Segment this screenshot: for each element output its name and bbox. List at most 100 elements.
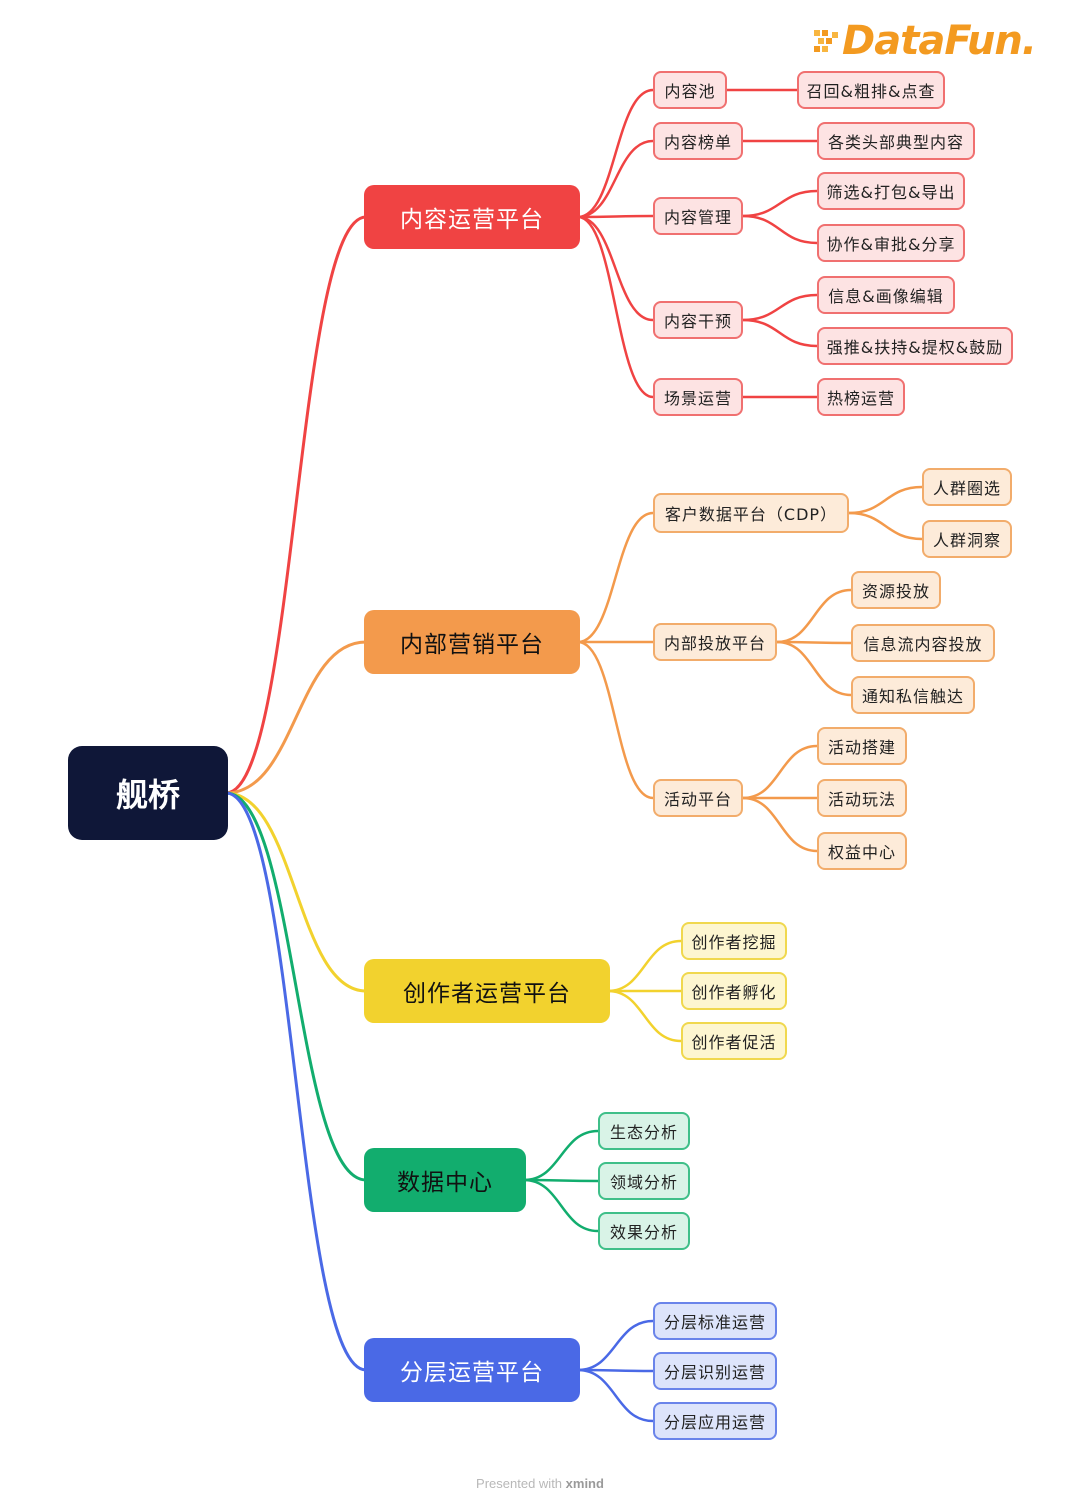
branch-1-child-5[interactable]: 场景运营 — [653, 378, 743, 416]
branch-node-1-label: 内容运营平台 — [400, 207, 544, 233]
branch-5-child-1[interactable]: 分层标准运营 — [653, 1302, 777, 1340]
branch-1-child-1[interactable]: 内容池 — [653, 71, 727, 109]
branch-2-child-1-label: 客户数据平台（CDP） — [664, 505, 838, 524]
branch-3-child-2[interactable]: 创作者孵化 — [681, 972, 787, 1010]
presented-with-footer: Presented with xmind — [0, 1476, 1080, 1491]
branch-node-3[interactable]: 创作者运营平台 — [364, 959, 610, 1023]
connector-branch-3-to-child-3 — [606, 989, 683, 1043]
branch-2-child-2-leaf-1-label: 资源投放 — [861, 582, 930, 601]
connector-branch-1-to-child-4 — [576, 215, 655, 322]
connector-branch-2-to-child-1 — [576, 511, 655, 644]
branch-1-child-3-leaf-2[interactable]: 协作&审批&分享 — [817, 224, 965, 262]
branch-2-child-3-leaf-1-label: 活动搭建 — [827, 738, 896, 757]
branch-2-child-2-leaf-3-label: 通知私信触达 — [861, 687, 964, 706]
branch-1-child-4-leaf-2[interactable]: 强推&扶持&提权&鼓励 — [817, 327, 1013, 365]
branch-2-child-1-leaf-2[interactable]: 人群洞察 — [922, 520, 1012, 558]
branch-2-child-3-leaf-1[interactable]: 活动搭建 — [817, 727, 907, 765]
connector-child-1-4-to-leaf-1 — [741, 293, 819, 322]
connector-branch-3-to-child-1 — [606, 939, 683, 993]
branch-1-child-4[interactable]: 内容干预 — [653, 301, 743, 339]
logo-pixel-mark-icon — [814, 30, 839, 52]
branch-3-child-1[interactable]: 创作者挖掘 — [681, 922, 787, 960]
connector-child-2-1-to-leaf-2 — [847, 511, 924, 541]
connector-branch-1-to-child-3 — [576, 214, 655, 219]
connector-child-1-4-to-leaf-2 — [741, 318, 819, 348]
branch-1-child-4-leaf-1-label: 信息&画像编辑 — [828, 287, 944, 306]
branch-3-child-3[interactable]: 创作者促活 — [681, 1022, 787, 1060]
branch-5-child-3[interactable]: 分层应用运营 — [653, 1402, 777, 1440]
branch-1-child-3-leaf-2-label: 协作&审批&分享 — [826, 235, 956, 254]
branch-1-child-2-label: 内容榜单 — [663, 133, 732, 152]
connector-child-1-3-to-leaf-1 — [741, 189, 819, 218]
branch-node-3-label: 创作者运营平台 — [403, 981, 571, 1007]
connector-branch-4-to-child-3 — [522, 1178, 600, 1233]
branch-node-1[interactable]: 内容运营平台 — [364, 185, 580, 249]
branch-2-child-3-leaf-2-label: 活动玩法 — [827, 790, 896, 809]
connector-root-to-branch-5 — [224, 791, 368, 1372]
branch-1-child-3-leaf-1[interactable]: 筛选&打包&导出 — [817, 172, 965, 210]
connector-child-2-2-to-leaf-3 — [775, 640, 853, 697]
branch-3-child-1-label: 创作者挖掘 — [691, 933, 777, 952]
branch-4-child-2[interactable]: 领域分析 — [598, 1162, 690, 1200]
branch-1-child-4-leaf-2-label: 强推&扶持&提权&鼓励 — [826, 338, 1004, 357]
connector-root-to-branch-3 — [224, 791, 368, 993]
connector-child-2-3-to-leaf-3 — [741, 796, 819, 853]
branch-3-child-2-label: 创作者孵化 — [691, 983, 777, 1002]
branch-5-child-1-label: 分层标准运营 — [663, 1313, 766, 1332]
branch-2-child-3[interactable]: 活动平台 — [653, 779, 743, 817]
connector-child-2-3-to-leaf-1 — [741, 744, 819, 800]
connector-branch-5-to-child-3 — [576, 1368, 655, 1423]
connector-branch-2-to-child-3 — [576, 640, 655, 800]
connector-branch-1-to-child-5 — [576, 215, 655, 399]
branch-node-4[interactable]: 数据中心 — [364, 1148, 526, 1212]
branch-4-child-3[interactable]: 效果分析 — [598, 1212, 690, 1250]
branch-node-5-label: 分层运营平台 — [400, 1360, 544, 1386]
branch-5-child-3-label: 分层应用运营 — [663, 1413, 766, 1432]
connector-child-2-1-to-leaf-1 — [847, 485, 924, 515]
branch-node-4-label: 数据中心 — [397, 1170, 493, 1196]
root-node[interactable]: 舰桥 — [68, 746, 228, 840]
logo-wordmark: DataFun. — [842, 18, 1037, 64]
branch-2-child-2[interactable]: 内部投放平台 — [653, 623, 777, 661]
branch-2-child-3-leaf-2[interactable]: 活动玩法 — [817, 779, 907, 817]
branch-1-child-1-leaf-1[interactable]: 召回&粗排&点查 — [797, 71, 945, 109]
branch-1-child-4-leaf-1[interactable]: 信息&画像编辑 — [817, 276, 955, 314]
branch-2-child-1-leaf-1-label: 人群圈选 — [932, 479, 1001, 498]
branch-node-5[interactable]: 分层运营平台 — [364, 1338, 580, 1402]
branch-2-child-2-leaf-2[interactable]: 信息流内容投放 — [851, 624, 995, 662]
branch-4-child-2-label: 领域分析 — [609, 1173, 678, 1192]
connector-branch-4-to-child-1 — [522, 1129, 600, 1182]
connector-branch-1-to-child-1 — [576, 88, 655, 219]
branch-1-child-5-label: 场景运营 — [663, 389, 732, 408]
connector-root-to-branch-1 — [224, 215, 368, 795]
datafun-logo: DataFun. — [812, 18, 1037, 64]
branch-1-child-5-leaf-1-label: 热榜运营 — [826, 389, 895, 408]
branch-2-child-2-leaf-1[interactable]: 资源投放 — [851, 571, 941, 609]
branch-1-child-3-leaf-1-label: 筛选&打包&导出 — [826, 183, 956, 202]
branch-2-child-1-leaf-2-label: 人群洞察 — [932, 531, 1001, 550]
branch-node-2[interactable]: 内部营销平台 — [364, 610, 580, 674]
branch-5-child-2[interactable]: 分层识别运营 — [653, 1352, 777, 1390]
branch-2-child-2-leaf-3[interactable]: 通知私信触达 — [851, 676, 975, 714]
connector-child-2-2-to-leaf-1 — [775, 588, 853, 644]
footer-brand: xmind — [565, 1476, 604, 1491]
branch-1-child-2[interactable]: 内容榜单 — [653, 122, 743, 160]
branch-4-child-1-label: 生态分析 — [609, 1123, 678, 1142]
branch-2-child-3-leaf-3[interactable]: 权益中心 — [817, 832, 907, 870]
branch-1-child-2-leaf-1[interactable]: 各类头部典型内容 — [817, 122, 975, 160]
connector-branch-5-to-child-1 — [576, 1319, 655, 1372]
branch-3-child-3-label: 创作者促活 — [691, 1033, 777, 1052]
branch-1-child-3-label: 内容管理 — [663, 208, 732, 227]
branch-4-child-1[interactable]: 生态分析 — [598, 1112, 690, 1150]
branch-1-child-4-label: 内容干预 — [663, 312, 732, 331]
branch-2-child-2-leaf-2-label: 信息流内容投放 — [863, 635, 983, 654]
footer-prefix: Presented with — [476, 1476, 566, 1491]
branch-2-child-1-leaf-1[interactable]: 人群圈选 — [922, 468, 1012, 506]
branch-1-child-3[interactable]: 内容管理 — [653, 197, 743, 235]
branch-2-child-1[interactable]: 客户数据平台（CDP） — [653, 493, 849, 533]
branch-1-child-5-leaf-1[interactable]: 热榜运营 — [817, 378, 905, 416]
connector-root-to-branch-2 — [224, 640, 368, 795]
branch-1-child-2-leaf-1-label: 各类头部典型内容 — [827, 133, 964, 152]
